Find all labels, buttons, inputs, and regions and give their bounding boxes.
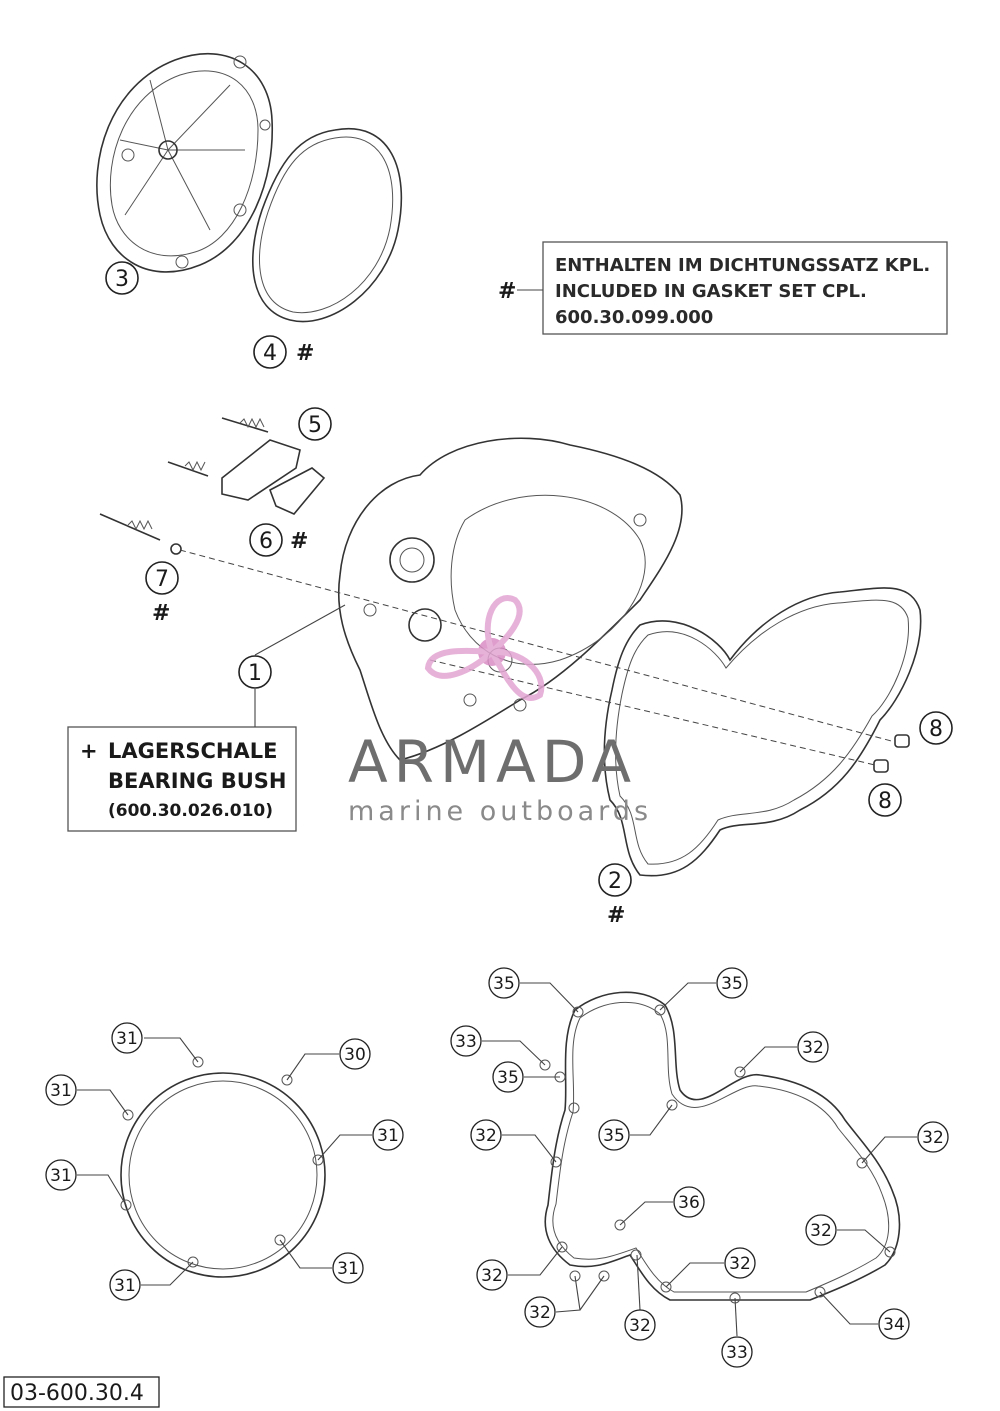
cover-gasket-drawing bbox=[603, 587, 922, 877]
ign-gasket-callout-32-g: 32 bbox=[524, 1275, 605, 1328]
bearing-note-line3: (600.30.026.010) bbox=[108, 801, 273, 821]
ign-gasket-callout-32-b: 32 bbox=[470, 1119, 557, 1163]
svg-text:31: 31 bbox=[50, 1166, 72, 1186]
svg-text:32: 32 bbox=[481, 1266, 503, 1286]
o-ring-drawing bbox=[252, 127, 403, 323]
svg-text:33: 33 bbox=[726, 1343, 748, 1363]
ignition-gasket-drawing bbox=[539, 991, 901, 1304]
bearing-note-line1: LAGERSCHALE bbox=[108, 739, 277, 763]
clutch-gasket-callout-31-bottom-right: 31 bbox=[279, 1239, 364, 1284]
ign-gasket-callout-33-bottom: 33 bbox=[721, 1297, 753, 1368]
assembly-line-2 bbox=[429, 659, 876, 766]
watermark-logo bbox=[424, 595, 545, 701]
ign-gasket-callout-32-a: 32 bbox=[739, 1031, 829, 1073]
svg-text:33: 33 bbox=[455, 1032, 477, 1052]
svg-text:31: 31 bbox=[337, 1259, 359, 1279]
clutch-gasket-callout-31-left-upper: 31 bbox=[45, 1074, 129, 1116]
ign-gasket-callout-35-d: 35 bbox=[598, 1104, 673, 1151]
svg-text:30: 30 bbox=[344, 1045, 366, 1065]
watermark-propeller-icon bbox=[424, 595, 545, 701]
ign-gasket-callout-32-c: 32 bbox=[861, 1121, 949, 1164]
clutch-cover-drawing bbox=[96, 52, 274, 273]
ign-gasket-callout-32-d: 32 bbox=[805, 1214, 891, 1253]
svg-text:35: 35 bbox=[497, 1068, 519, 1088]
svg-text:8: 8 bbox=[878, 789, 892, 814]
callout-8-upper: 8 bbox=[919, 711, 953, 745]
svg-text:31: 31 bbox=[377, 1126, 399, 1146]
hash-mark-4: # bbox=[296, 341, 314, 366]
ign-gasket-callout-35-c: 35 bbox=[492, 1061, 560, 1093]
gasket-set-note-line1: ENTHALTEN IM DICHTUNGSSATZ KPL. bbox=[555, 255, 930, 276]
ign-gasket-callout-34: 34 bbox=[819, 1291, 910, 1340]
bearing-note-plus: + bbox=[80, 739, 98, 763]
gasket-set-note-line2: INCLUDED IN GASKET SET CPL. bbox=[555, 281, 867, 302]
gasket-set-note-box bbox=[542, 241, 948, 335]
gasket-set-note-line3: 600.30.099.000 bbox=[555, 307, 713, 328]
callout-7: 7 bbox=[145, 561, 179, 595]
clutch-gasket-callout-31-bottom: 31 bbox=[109, 1261, 194, 1301]
svg-text:8: 8 bbox=[929, 717, 943, 742]
gasket-set-note-marker: # bbox=[498, 279, 516, 304]
watermark-tagline: marine outboards bbox=[348, 796, 652, 827]
clutch-gasket-callout-30: 30 bbox=[286, 1038, 371, 1081]
clutch-gasket-drawing bbox=[120, 1056, 326, 1278]
hash-mark-7: # bbox=[152, 601, 170, 626]
svg-text:6: 6 bbox=[259, 529, 273, 554]
svg-text:32: 32 bbox=[802, 1038, 824, 1058]
clutch-gasket-callout-31-right: 31 bbox=[317, 1119, 404, 1161]
svg-text:31: 31 bbox=[114, 1276, 136, 1296]
drawing-number: 03-600.30.4 bbox=[10, 1381, 144, 1406]
svg-text:1: 1 bbox=[248, 661, 262, 686]
callout-3: 3 bbox=[105, 261, 139, 295]
ign-gasket-callout-32-h: 32 bbox=[624, 1254, 656, 1341]
assembly-line-1 bbox=[179, 549, 896, 743]
svg-text:35: 35 bbox=[603, 1126, 625, 1146]
svg-text:31: 31 bbox=[50, 1081, 72, 1101]
svg-text:34: 34 bbox=[883, 1315, 905, 1335]
watermark-brand: ARMADA bbox=[348, 728, 637, 796]
ignition-cover-drawing bbox=[337, 437, 683, 761]
svg-text:35: 35 bbox=[721, 974, 743, 994]
svg-text:31: 31 bbox=[116, 1029, 138, 1049]
svg-text:32: 32 bbox=[629, 1316, 651, 1336]
callout-4: 4 bbox=[253, 335, 287, 369]
svg-text:32: 32 bbox=[475, 1126, 497, 1146]
svg-text:36: 36 bbox=[678, 1193, 700, 1213]
svg-text:32: 32 bbox=[729, 1254, 751, 1274]
bearing-note-line2: BEARING BUSH bbox=[108, 769, 286, 793]
svg-text:4: 4 bbox=[263, 341, 277, 366]
screws-drawing bbox=[99, 417, 326, 555]
clutch-gasket-callout-31-left-lower: 31 bbox=[45, 1159, 127, 1206]
svg-text:32: 32 bbox=[922, 1128, 944, 1148]
callout-1: 1 bbox=[238, 604, 346, 689]
callout-5: 5 bbox=[298, 407, 332, 441]
callout-2: 2 bbox=[598, 863, 632, 897]
hash-mark-2: # bbox=[607, 903, 625, 928]
ign-gasket-callout-32-f: 32 bbox=[665, 1247, 756, 1288]
svg-text:32: 32 bbox=[529, 1303, 551, 1323]
clutch-gasket-callout-31-top: 31 bbox=[111, 1022, 199, 1063]
ign-gasket-callout-36: 36 bbox=[619, 1186, 705, 1226]
ign-gasket-callout-33-top: 33 bbox=[450, 1025, 546, 1066]
svg-text:35: 35 bbox=[493, 974, 515, 994]
svg-text:7: 7 bbox=[155, 567, 169, 592]
callout-8-lower: 8 bbox=[868, 783, 902, 817]
svg-text:5: 5 bbox=[308, 413, 322, 438]
callout-6: 6 bbox=[249, 523, 283, 557]
svg-text:3: 3 bbox=[115, 267, 129, 292]
bearing-note-box bbox=[67, 726, 297, 832]
drawing-number-box bbox=[3, 1376, 160, 1408]
svg-text:2: 2 bbox=[608, 869, 622, 894]
ign-gasket-callout-32-e: 32 bbox=[476, 1246, 563, 1291]
svg-text:32: 32 bbox=[810, 1221, 832, 1241]
hash-mark-6: # bbox=[290, 529, 308, 554]
ign-gasket-callout-35-b: 35 bbox=[659, 967, 748, 1011]
ign-gasket-callout-35-a: 35 bbox=[488, 967, 579, 1013]
